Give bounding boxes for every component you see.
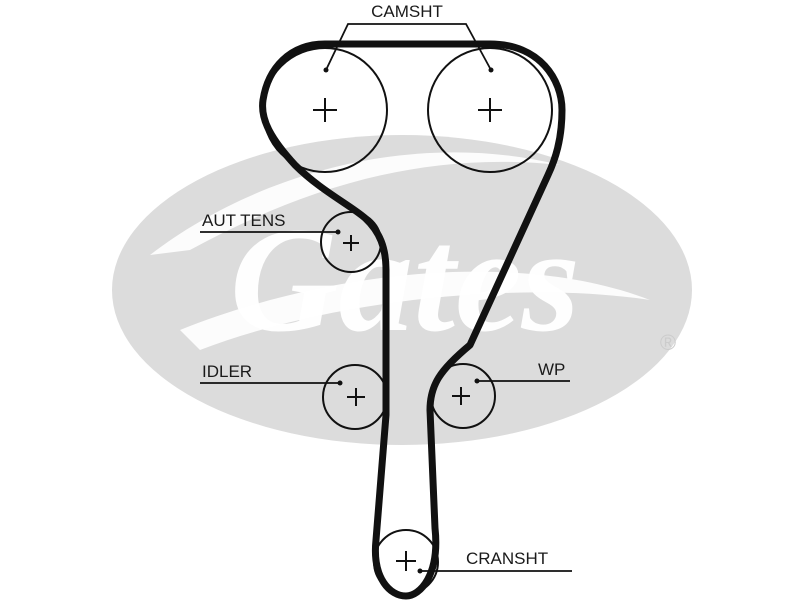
- watermark-swoosh-bottom: [180, 271, 650, 350]
- camshaft-left-center-icon: [313, 98, 337, 122]
- idler-center-icon: [347, 388, 365, 406]
- camshaft-pulley-right: [427, 47, 553, 173]
- auto-tensioner-label: AUT TENS: [202, 211, 285, 230]
- camshaft-right-center-icon: [478, 98, 502, 122]
- camshaft-right-leader-dot: [488, 67, 494, 73]
- idler-leader-dot: [337, 380, 343, 386]
- crankshaft-label: CRANSHT: [466, 549, 548, 568]
- crankshaft-leader-dot: [417, 568, 423, 574]
- watermark-swoosh-top: [150, 152, 560, 255]
- tensioner-leader-dot: [335, 229, 341, 235]
- camshaft-label: CAMSHT: [371, 2, 443, 21]
- tensioner-center-icon: [343, 235, 359, 251]
- timing-belt: [259, 40, 566, 600]
- camshaft-left-leader-dot: [323, 67, 329, 73]
- idler-label: IDLER: [202, 362, 252, 381]
- pulley-center-marks: [313, 98, 502, 571]
- water-pump-leader-dot: [474, 378, 480, 384]
- water-pump-label: WP: [538, 360, 565, 379]
- crankshaft-center-icon: [396, 551, 416, 571]
- camshaft-leader-line: [325, 23, 492, 71]
- water-pump-center-icon: [452, 387, 470, 405]
- gates-logo-watermark: Gates ®: [112, 135, 692, 445]
- registered-mark: ®: [660, 330, 676, 355]
